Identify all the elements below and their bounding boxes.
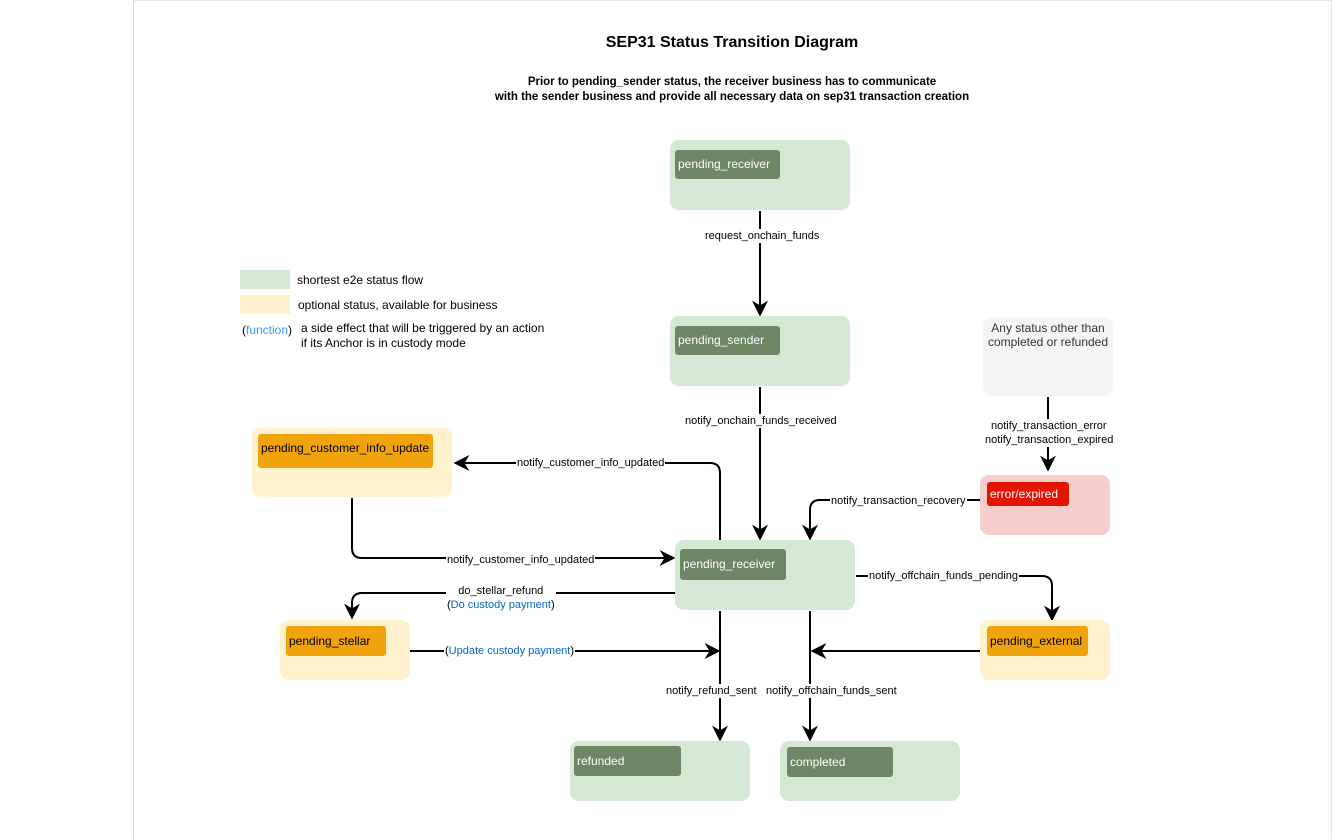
node-pending-receiver-top[interactable]: pending_receiver <box>670 140 850 210</box>
legend-function-sample: (function) <box>242 323 292 337</box>
label-notify-transaction-error: notify_transaction_error <box>990 419 1108 433</box>
edge-do-stellar-refund <box>344 592 675 620</box>
label-do-custody-payment: (Do custody payment) <box>447 598 555 612</box>
node-pending-customer-info-update[interactable]: pending_customer_info_update <box>252 428 452 497</box>
status-tag-pending-stellar: pending_stellar <box>286 626 386 656</box>
paren-open-2: ( <box>445 645 449 657</box>
node-pending-sender[interactable]: pending_sender <box>670 316 850 386</box>
legend-green-text: shortest e2e status flow <box>297 273 424 287</box>
label-do-stellar-refund: do_stellar_refund (Do custody payment) <box>446 584 556 612</box>
edge-customer-info-updated-top <box>453 455 721 541</box>
status-tag-completed: completed <box>787 747 893 777</box>
node-completed[interactable]: completed <box>780 741 960 801</box>
node-any-status[interactable]: Any status other than completed or refun… <box>983 317 1113 396</box>
legend-function-name: function <box>246 323 289 337</box>
label-notify-transaction-expired: notify_transaction_expired <box>984 433 1115 447</box>
paren-close-1: ) <box>550 599 555 611</box>
legend-yellow-text: optional status, available for business <box>298 298 498 312</box>
any-status-line-2: completed or refunded <box>987 335 1109 349</box>
subtitle-line-2: with the sender business and provide all… <box>494 91 970 103</box>
label-notify-customer-info-updated-top: notify_customer_info_updated <box>516 456 666 470</box>
label-notify-customer-info-updated-bottom: notify_customer_info_updated <box>446 553 596 567</box>
diagram-canvas <box>133 0 1332 839</box>
legend-yellow-swatch <box>240 295 290 314</box>
label-update-custody-payment: (Update custody payment) <box>444 644 576 658</box>
legend-function-desc-1: a side effect that will be triggered by … <box>301 321 545 335</box>
label-do-stellar-refund-name: do_stellar_refund <box>458 585 544 597</box>
node-refunded[interactable]: refunded <box>570 741 750 801</box>
paren-open-1: ( <box>447 599 451 611</box>
label-notify-refund-sent: notify_refund_sent <box>665 684 758 698</box>
legend-paren-open: ( <box>242 323 246 337</box>
status-tag-pending-receiver-top: pending_receiver <box>675 150 780 179</box>
legend-paren-close: ) <box>288 323 293 337</box>
label-notify-offchain-funds-pending: notify_offchain_funds_pending <box>868 569 1020 583</box>
status-tag-pending-receiver-main: pending_receiver <box>680 549 786 580</box>
diagram-subtitle: Prior to pending_sender status, the rece… <box>432 75 1032 105</box>
label-request-onchain-funds: request_onchain_funds <box>704 229 821 243</box>
any-status-line-1: Any status other than <box>991 321 1105 335</box>
function-do-custody-payment: Do custody payment <box>450 599 551 611</box>
label-notify-onchain-funds-received: notify_onchain_funds_received <box>684 414 838 428</box>
edge-customer-info-updated-bottom <box>351 498 676 566</box>
status-tag-pending-sender: pending_sender <box>675 326 780 355</box>
node-pending-stellar[interactable]: pending_stellar <box>280 620 410 680</box>
function-update-custody-payment: Update custody payment <box>448 645 571 657</box>
node-pending-receiver-main[interactable]: pending_receiver <box>675 540 855 610</box>
label-notify-offchain-funds-sent: notify_offchain_funds_sent <box>765 684 898 698</box>
diagram-title: SEP31 Status Transition Diagram <box>605 34 859 51</box>
status-tag-pending-customer-info-update: pending_customer_info_update <box>258 434 433 468</box>
node-error-expired[interactable]: error/expired <box>980 475 1110 535</box>
legend-function-desc-2: if its Anchor is in custody mode <box>301 336 466 350</box>
subtitle-line-1: Prior to pending_sender status, the rece… <box>527 76 937 88</box>
status-tag-pending-external: pending_external <box>987 626 1088 656</box>
node-pending-external[interactable]: pending_external <box>980 620 1110 680</box>
paren-close-2: ) <box>570 645 575 657</box>
any-status-text: Any status other than completed or refun… <box>983 321 1113 349</box>
status-tag-error-expired: error/expired <box>987 482 1069 506</box>
edge-offchain-funds-pending <box>856 575 1060 622</box>
status-tag-refunded: refunded <box>574 746 681 776</box>
legend-green-swatch <box>240 270 290 289</box>
label-notify-transaction-recovery: notify_transaction_recovery <box>830 494 967 508</box>
edge-transaction-recovery <box>802 499 980 541</box>
